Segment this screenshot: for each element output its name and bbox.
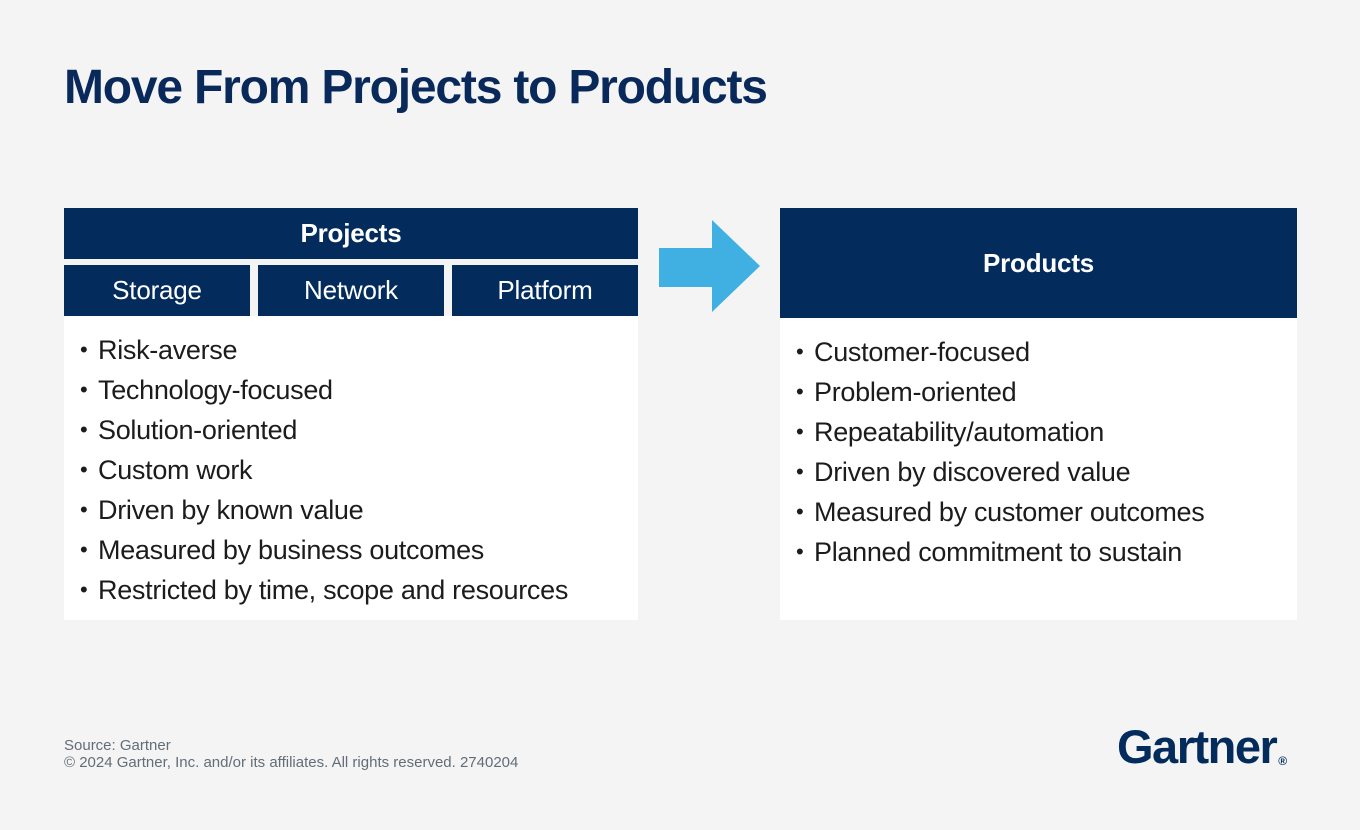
projects-panel: Projects Storage Network Platform Risk-a… [64,208,638,620]
source-line: Source: Gartner [64,737,171,754]
list-item: Problem-oriented [796,372,1285,412]
list-item: Planned commitment to sustain [796,532,1285,572]
list-item: Measured by business outcomes [80,530,626,570]
projects-header-label: Projects [300,218,402,248]
subheader-network: Network [258,265,444,316]
gartner-logo-text: Gartner [1117,720,1278,773]
list-item: Driven by discovered value [796,452,1285,492]
list-item: Restricted by time, scope and resources [80,570,626,610]
products-header: Products [780,208,1297,318]
list-item: Technology-focused [80,370,626,410]
subheader-platform: Platform [452,265,638,316]
projects-subheader-row: Storage Network Platform [64,265,638,316]
projects-bullet-list: Risk-averse Technology-focused Solution-… [80,330,626,610]
right-arrow-icon [659,220,760,312]
list-item: Risk-averse [80,330,626,370]
copyright-line: © 2024 Gartner, Inc. and/or its affiliat… [64,754,519,771]
products-panel: Products Customer-focused Problem-orient… [780,208,1297,620]
subheader-network-label: Network [304,275,398,305]
projects-header: Projects [64,208,638,259]
products-bullet-list: Customer-focused Problem-oriented Repeat… [796,332,1285,572]
products-body: Customer-focused Problem-oriented Repeat… [780,318,1297,620]
subheader-storage: Storage [64,265,250,316]
projects-body: Risk-averse Technology-focused Solution-… [64,316,638,620]
page-title: Move From Projects to Products [64,61,768,114]
list-item: Solution-oriented [80,410,626,450]
products-header-label: Products [982,247,1095,278]
gartner-logo: Gartner® [1117,719,1288,774]
list-item: Driven by known value [80,490,626,530]
list-item: Measured by customer outcomes [796,492,1285,532]
registered-trademark-icon: ® [1278,754,1288,768]
list-item: Customer-focused [796,332,1285,372]
list-item: Custom work [80,450,626,490]
list-item: Repeatability/automation [796,412,1285,452]
subheader-platform-label: Platform [497,275,593,305]
subheader-storage-label: Storage [112,275,202,305]
footer: Source: Gartner © 2024 Gartner, Inc. and… [64,737,518,771]
